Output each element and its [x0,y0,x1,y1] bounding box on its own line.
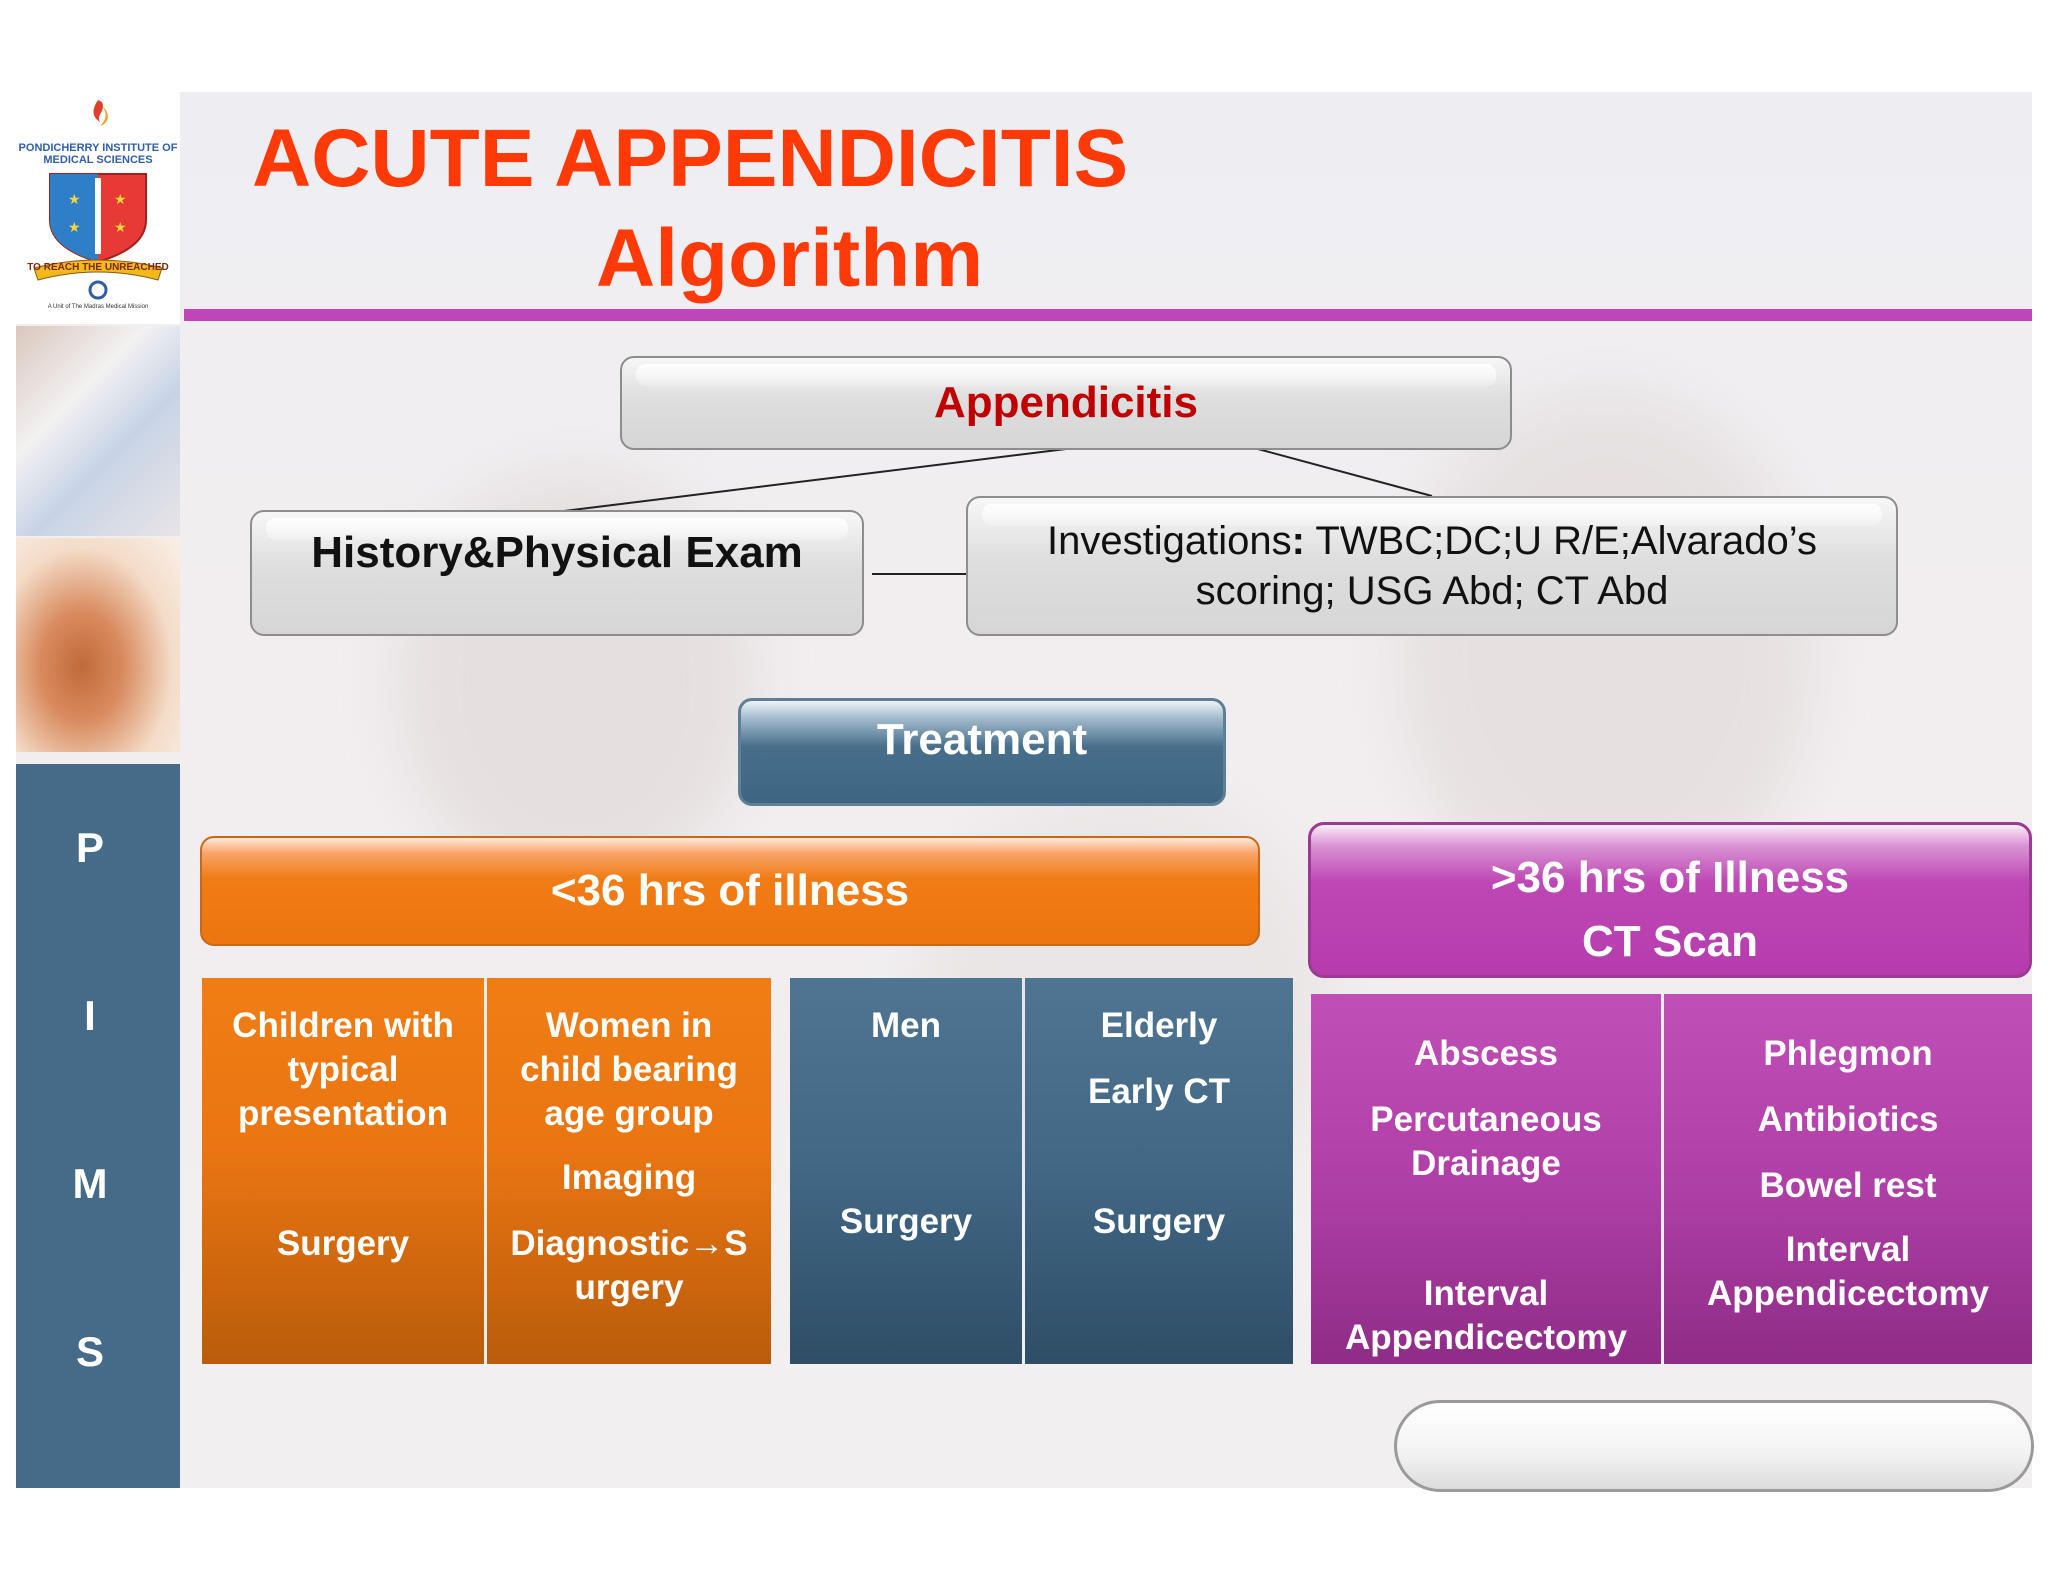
group-women-l1: Women in [545,1006,713,1045]
node-under-36-label: <36 hrs of illness [550,866,910,915]
group-elderly: Elderly Early CT Surgery [1025,978,1293,1364]
group-phlegmon-l2: Antibiotics [1757,1100,1939,1139]
svg-text:★: ★ [114,192,127,208]
investigations-colon: : [1291,519,1305,563]
connector-appendicitis-history [555,448,1067,513]
group-phlegmon-l3: Bowel rest [1759,1166,1937,1205]
node-treatment: Treatment [738,698,1226,806]
group-abscess-l3: Drainage [1411,1144,1561,1183]
group-children-l3: presentation [237,1094,449,1133]
logo-motto: TO REACH THE UNREACHED [27,262,169,273]
sidebar: ★ ★ ★ ★ PONDICHERRY INSTITUTE OF MEDICAL… [16,92,180,1488]
node-under-36-hrs: <36 hrs of illness [200,836,1260,946]
group-abscess-l1: Abscess [1414,1034,1558,1073]
group-children-l1: Children with [232,1006,454,1045]
institute-logo: ★ ★ ★ ★ PONDICHERRY INSTITUTE OF MEDICAL… [16,92,180,324]
node-over-36-label: >36 hrs of Illness [1490,853,1850,902]
empty-pill-shape [1394,1400,2034,1492]
node-appendicitis: Appendicitis [620,356,1512,450]
group-abscess-l5: Appendicectomy [1345,1318,1627,1357]
group-women-action-l1: Diagnostic→S [510,1224,748,1263]
group-women-action-l2: urgery [574,1268,684,1307]
connector-appendicitis-investigations [1257,448,1433,497]
investigations-line1: TWBC;DC;U R/E;Alvarado’s [1304,519,1817,563]
group-phlegmon-l4: Interval [1785,1230,1911,1269]
group-women: Women in child bearing age group Imaging… [487,978,771,1364]
node-treatment-label: Treatment [876,715,1088,764]
group-phlegmon: Phlegmon Antibiotics Bowel rest Interval… [1664,994,2032,1364]
slide-subtitle: Algorithm [596,213,984,304]
svg-text:★: ★ [68,192,81,208]
group-women-l2: child bearing [520,1050,738,1089]
group-abscess-l4: Interval [1423,1274,1549,1313]
investigations-label: Investigations [1047,519,1292,563]
group-men-l1: Men [871,1006,941,1045]
svg-text:★: ★ [68,220,81,236]
title-divider [184,309,2032,321]
slide-title: ACUTE APPENDICITIS [252,113,1129,204]
pims-letter-s: S [75,1328,104,1375]
node-appendicitis-label: Appendicitis [933,378,1199,427]
group-children: Children with typical presentation Surge… [202,978,484,1364]
node-investigations: Investigations: TWBC;DC;U R/E;Alvarado’s… [966,496,1898,636]
pims-strip: P I M S [16,764,180,1488]
group-elderly-l1: Elderly [1100,1006,1218,1045]
group-women-l3: age group [544,1094,714,1133]
node-history-label: History&Physical Exam [311,528,803,577]
group-elderly-l2: Early CT [1088,1072,1230,1111]
node-ct-scan-label: CT Scan [1581,917,1759,966]
group-elderly-action: Surgery [1092,1202,1226,1241]
node-over-36-hrs: >36 hrs of Illness CT Scan [1308,822,2032,978]
group-phlegmon-l5: Appendicectomy [1707,1274,1989,1313]
group-children-l2: typical [287,1050,399,1089]
node-history-exam: History&Physical Exam [250,510,864,636]
logo-emblem-icon: ★ ★ ★ ★ [33,100,163,300]
group-women-l4: Imaging [561,1158,697,1197]
group-abscess-l2: Percutaneous [1370,1100,1602,1139]
doctor-photo [16,326,180,536]
blood-pressure-photo [16,538,180,752]
svg-text:★: ★ [114,220,127,236]
group-children-action: Surgery [276,1224,410,1263]
logo-subtitle: A Unit of The Madras Medical Mission [47,304,149,310]
group-phlegmon-l1: Phlegmon [1763,1034,1933,1073]
pims-letter-i: I [84,992,96,1039]
investigations-line2: scoring; USG Abd; CT Abd [1195,569,1669,613]
group-men-action: Surgery [839,1202,973,1241]
group-abscess: Abscess Percutaneous Drainage Interval A… [1311,994,1661,1364]
pims-letter-p: P [75,824,104,871]
group-men: Men Surgery [790,978,1022,1364]
logo-institute-name: PONDICHERRY INSTITUTE OF MEDICAL SCIENCE… [18,142,178,166]
pims-letter-m: M [72,1160,108,1207]
